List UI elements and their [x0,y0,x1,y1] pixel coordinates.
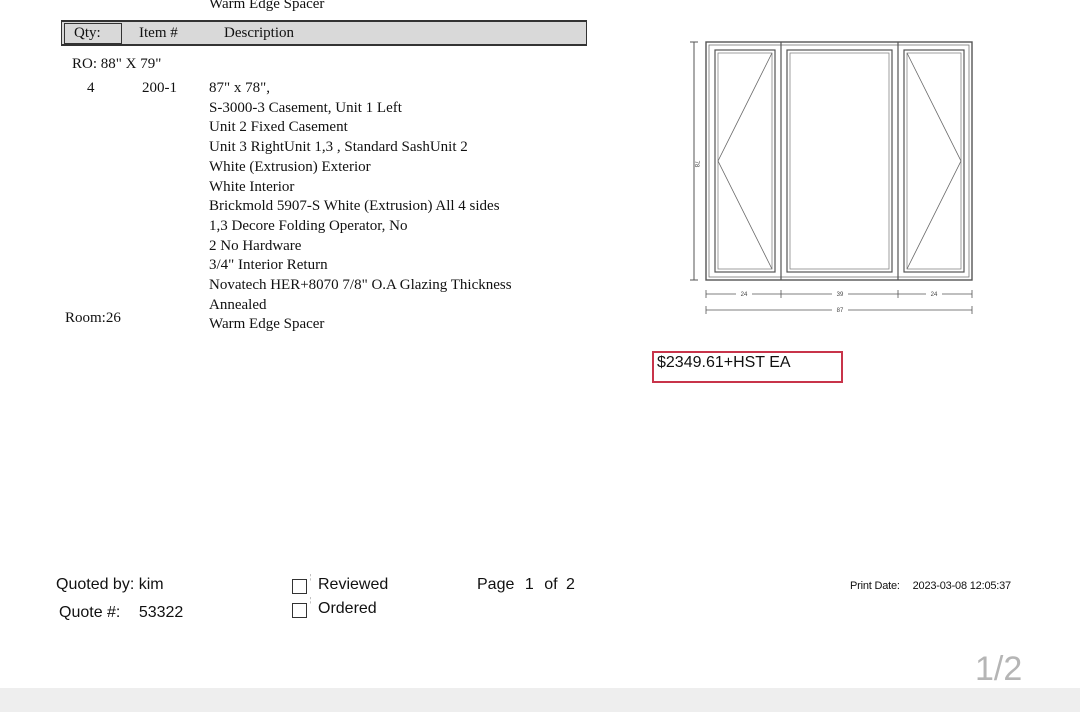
description-header: Description [224,25,294,41]
height-dimension: 78 [693,161,699,168]
window-drawing: 78 24 39 24 87 [690,41,973,314]
width-dimension-center: 39 [837,292,844,298]
qty-header-cell [64,23,122,44]
quoted-by: Quoted by: kim [56,576,164,594]
print-date: Print Date: 2023-03-08 12:05:37 [850,580,1011,592]
description-line: Warm Edge Spacer [209,316,325,333]
table-header: Qty: Item # Description [61,20,587,46]
room-label: Room:26 [65,310,121,326]
description-line: 3/4" Interior Return [209,257,328,274]
page-label: Page [477,576,515,593]
bottom-bar [0,688,1080,712]
ordered-label: Ordered [318,600,377,617]
page-counter: 1/2 [975,650,1023,688]
reviewed-checkbox[interactable] [292,579,307,594]
description-line: Annealed [209,296,267,313]
line-qty: 4 [87,80,95,96]
unit-price: $2349.61+HST EA [652,351,843,383]
rough-opening: RO: 88" X 79" [72,56,162,72]
item-header: Item # [139,25,178,41]
reviewed-tick-mark: ¦ [310,573,312,581]
line-description: 87" x 78", S-3000-3 Casement, Unit 1 Left… [209,79,512,335]
cut-off-description-line: Warm Edge Spacer [209,0,325,12]
print-date-value: 2023-03-08 12:05:37 [912,580,1012,592]
print-date-label: Print Date: [850,580,900,592]
page-current: 1 [524,576,534,593]
description-line: S-3000-3 Casement, Unit 1 Left [209,99,402,116]
quote-number: Quote #: 53322 [59,604,183,622]
description-line: 1,3 Decore Folding Operator, No [209,217,408,234]
total-width-dimension: 87 [837,308,844,314]
page-total: 2 [565,576,575,593]
description-line: White Interior [209,178,295,195]
description-line: White (Extrusion) Exterior [209,158,371,175]
description-line: Unit 3 RightUnit 1,3 , Standard SashUnit… [209,139,468,156]
description-line: Novatech HER+8070 7/8" O.A Glazing Thick… [209,277,512,294]
quote-number-label: Quote #: [59,604,121,621]
page-of: of [544,576,558,593]
description-line: Brickmold 5907-S White (Extrusion) All 4… [209,198,500,215]
quote-number-value: 53322 [138,604,184,621]
quoted-by-label: Quoted by: [56,576,135,593]
ordered-checkbox[interactable] [292,603,307,618]
width-dimension-right: 24 [931,292,938,298]
description-line: Unit 2 Fixed Casement [209,119,348,136]
description-line: 2 No Hardware [209,237,302,254]
line-item-number: 200-1 [142,80,177,96]
page-indicator: Page 1 of 2 [477,576,575,594]
width-dimension-left: 24 [741,292,748,298]
quoted-by-name: kim [138,576,164,593]
description-line: 87" x 78", [209,80,270,96]
reviewed-label: Reviewed [318,576,389,593]
ordered-tick-mark: ¦ [310,596,312,604]
qty-header: Qty: [74,25,101,41]
